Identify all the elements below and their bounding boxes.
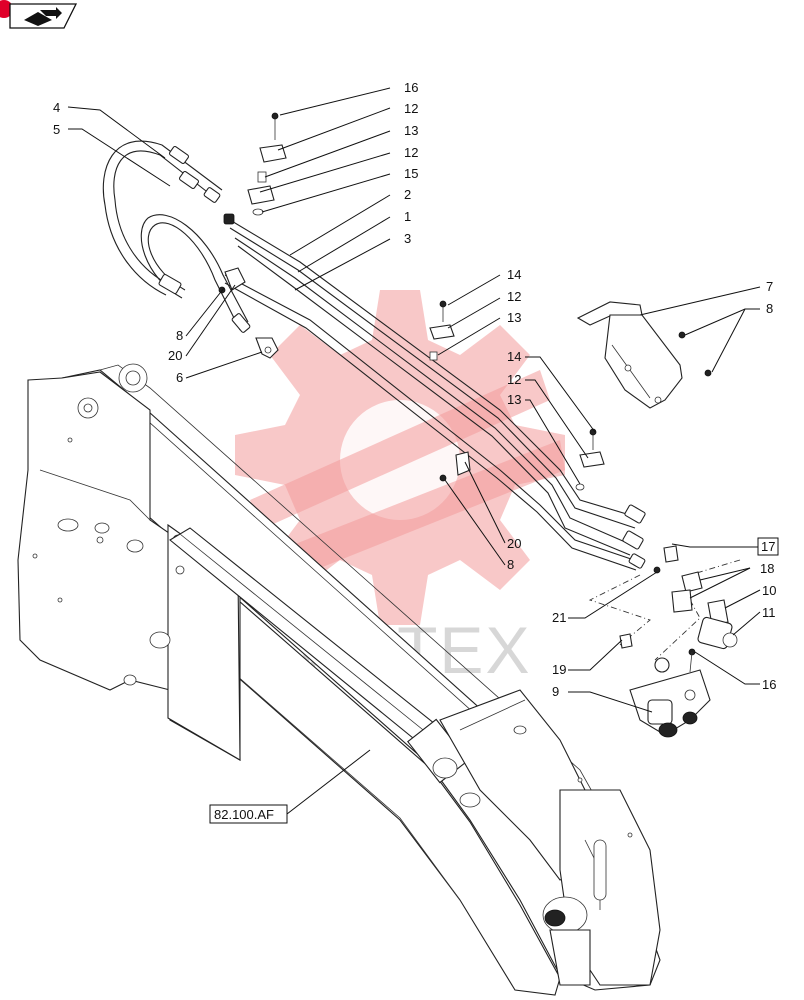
guard-bracket [576, 301, 712, 409]
callout-20a: 20 [168, 348, 182, 363]
callout-11: 11 [762, 605, 776, 620]
callout-13b: 13 [507, 310, 521, 325]
callout-19: 19 [552, 662, 566, 677]
callout-7: 7 [766, 279, 773, 294]
callout-17-box: 17 [757, 537, 779, 556]
callout-18: 18 [760, 561, 774, 576]
callout-20b: 20 [507, 536, 521, 551]
callout-13c: 13 [507, 392, 521, 407]
callout-8c: 8 [507, 557, 514, 572]
callout-2: 2 [404, 187, 411, 202]
callout-10: 10 [762, 583, 776, 598]
callout-9: 9 [552, 684, 559, 699]
callout-12d: 12 [507, 372, 521, 387]
callout-12b: 12 [404, 145, 418, 160]
callout-5: 5 [53, 122, 60, 137]
callout-8b: 8 [766, 301, 773, 316]
reference-label: 82.100.AF [214, 807, 274, 822]
callout-3: 3 [404, 231, 411, 246]
callout-15: 15 [404, 166, 418, 181]
callout-13a: 13 [404, 123, 418, 138]
callout-16a: 16 [404, 80, 418, 95]
callout-14b: 14 [507, 349, 521, 364]
callout-4: 4 [53, 100, 60, 115]
callout-6: 6 [176, 370, 183, 385]
callout-8a: 8 [176, 328, 183, 343]
callout-21: 21 [552, 610, 566, 625]
hydraulic-pipes [224, 219, 646, 571]
reference-link-82-100-af[interactable]: 82.100.AF [209, 804, 288, 824]
loader-boom-arm [17, 363, 661, 996]
callout-labels: 16 12 13 12 15 2 1 3 4 5 8 20 6 14 12 13… [53, 80, 779, 699]
callout-17: 17 [761, 539, 775, 554]
valve-assembly [588, 545, 741, 738]
callout-12c: 12 [507, 289, 521, 304]
callout-16b: 16 [762, 677, 776, 692]
navigation-button[interactable] [0, 0, 78, 29]
callout-12a: 12 [404, 101, 418, 116]
callout-leaders [67, 87, 761, 815]
hydraulic-hoses [102, 140, 279, 359]
book-arrow-icon [24, 7, 62, 26]
callout-14a: 14 [507, 267, 521, 282]
callout-1: 1 [404, 209, 411, 224]
